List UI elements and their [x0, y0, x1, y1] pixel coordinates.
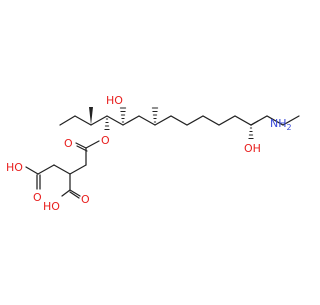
methyl-wedge-left [89, 107, 93, 125]
hash-wedge-methyl [151, 107, 159, 123]
ethyl-branch [59, 115, 92, 126]
acid-left-o: O [33, 191, 42, 204]
bond-c3-c4 [90, 115, 108, 126]
acid-bottom-o: O [81, 193, 90, 206]
bond-c4-c5 [106, 115, 124, 126]
oh-label-upper: HO [106, 94, 123, 107]
alkyl-chain [154, 115, 300, 126]
acid-bottom-ho: HO [43, 200, 60, 213]
acid-left-ho: HO [6, 161, 23, 174]
bond-c5-c6 [122, 115, 140, 126]
amine-label: NH [270, 117, 287, 130]
hash-wedge-oh [119, 107, 127, 123]
ester-oxygen: O [101, 134, 110, 147]
structure-svg: HO OH O O HO [6, 94, 300, 213]
molecule-diagram: HO OH O O HO [6, 94, 300, 213]
bond-c6-c7 [138, 115, 156, 126]
oh-label-right: OH [244, 142, 261, 155]
hash-wedge-ester [104, 118, 110, 131]
amine-subscript: 2 [287, 123, 292, 132]
amine-nh: NH2 [270, 117, 292, 132]
carbonyl-oxygen: O [64, 137, 73, 150]
hash-wedge-oh-right [248, 127, 254, 140]
